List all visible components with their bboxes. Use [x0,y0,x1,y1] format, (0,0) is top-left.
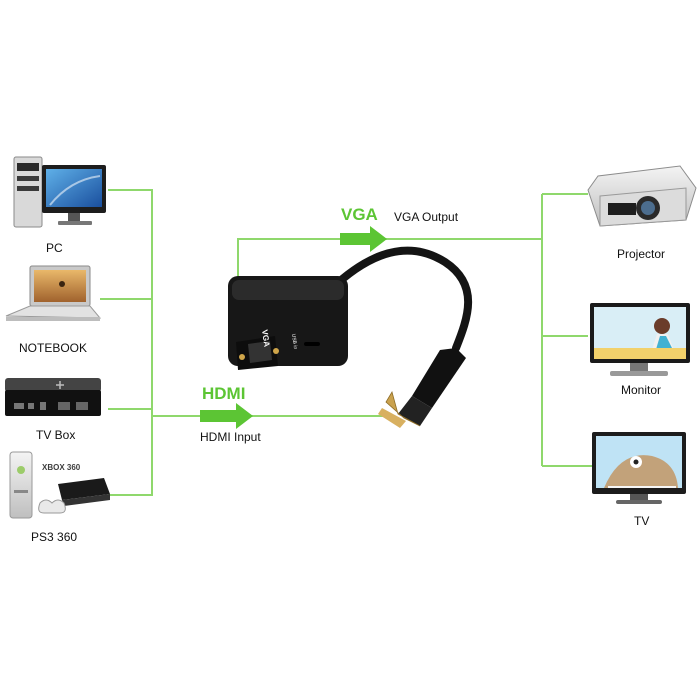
pc-icon [13,156,106,228]
monitor-icon [590,303,690,376]
hdmi-arrow-icon [200,403,253,429]
connector-lines [100,189,592,496]
hdmi-vga-adapter [228,246,473,428]
xbox-logo-text: XBOX 360 [42,463,81,472]
ps3-label: PS3 360 [31,530,78,544]
hdmi-title: HDMI [202,384,246,403]
projector-icon [587,165,697,227]
tv-icon [592,432,686,504]
projector-label: Projector [617,247,666,261]
pc-label: PC [46,241,63,255]
vga-arrow-icon [340,226,387,252]
notebook-icon [5,265,102,321]
vga-output-label: VGA Output [394,210,459,224]
game-consoles-icon [9,451,110,519]
tv-label: TV [634,514,650,528]
tvbox-icon [5,378,101,416]
hdmi-input-label: HDMI Input [200,430,261,444]
vga-title: VGA [341,205,378,224]
adapter-usb-port-label: USB in [290,333,298,349]
adapter-vga-port-label: VGA [260,329,271,348]
notebook-label: NOTEBOOK [19,341,88,355]
tvbox-label: TV Box [36,428,76,442]
monitor-label: Monitor [621,383,662,397]
